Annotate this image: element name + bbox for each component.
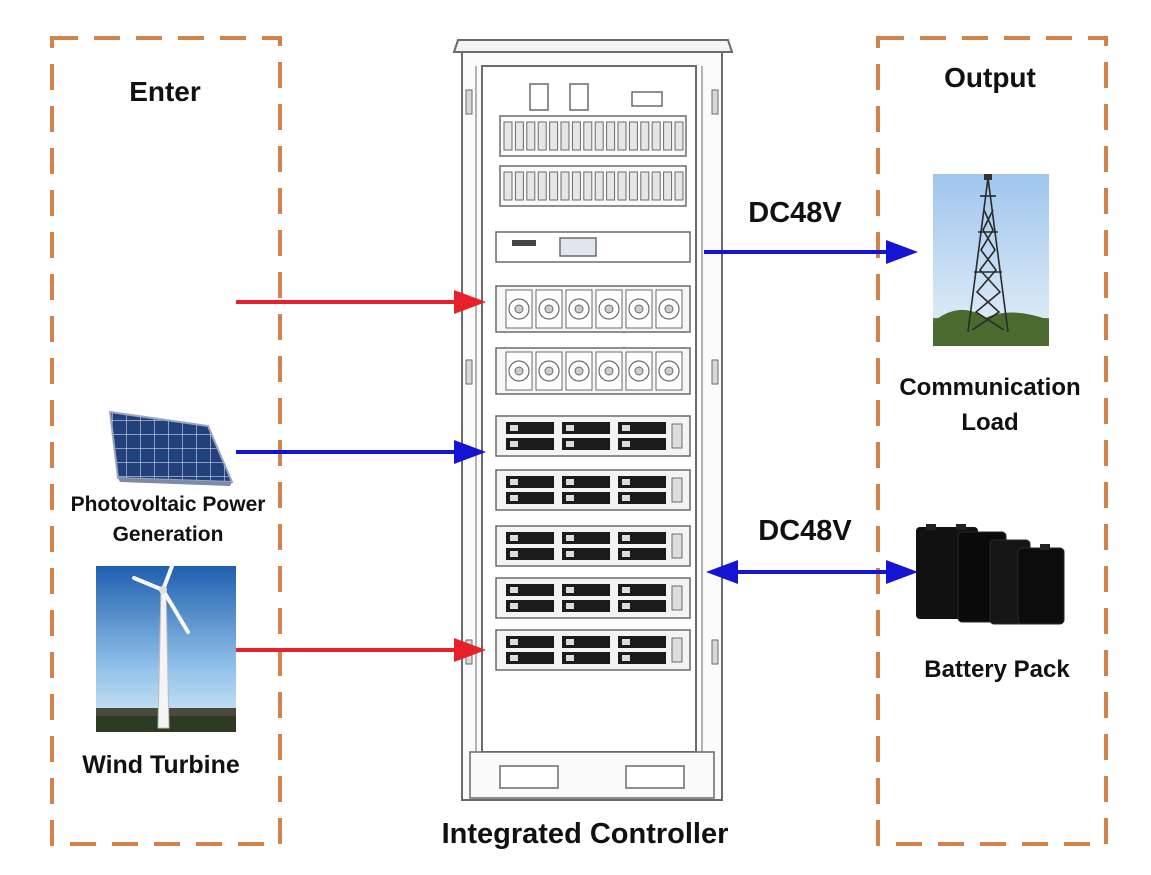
input-panel-title: Enter bbox=[129, 76, 201, 107]
ac-input-arrow bbox=[236, 290, 486, 314]
pv-input-arrow bbox=[236, 440, 486, 464]
input-panel-border bbox=[50, 36, 282, 846]
pv-label-line1: Photovoltaic Power bbox=[70, 493, 266, 516]
solar-panel-icon bbox=[108, 410, 234, 486]
communication-load-line2: Load bbox=[961, 409, 1019, 436]
controller-cabinet-icon bbox=[452, 39, 734, 801]
output-panel-border bbox=[876, 36, 1108, 846]
battery-pack-icon bbox=[916, 524, 1065, 625]
load-voltage-label: DC48V bbox=[748, 197, 842, 229]
battery-voltage-label: DC48V bbox=[758, 515, 852, 547]
controller-label: Integrated Controller bbox=[441, 818, 729, 850]
wind-turbine-icon bbox=[96, 564, 236, 732]
pv-label-line2: Generation bbox=[112, 523, 224, 546]
battery-pack-label: Battery Pack bbox=[924, 656, 1070, 683]
communication-tower-icon bbox=[933, 174, 1049, 346]
load-output-arrow bbox=[704, 240, 918, 264]
wind-turbine-label: Wind Turbine bbox=[82, 751, 240, 779]
wind-input-arrow bbox=[236, 638, 486, 662]
battery-bidirectional-arrow bbox=[706, 560, 918, 584]
output-panel-title: Output bbox=[944, 62, 1036, 93]
communication-load-line1: Communication bbox=[899, 374, 1081, 401]
